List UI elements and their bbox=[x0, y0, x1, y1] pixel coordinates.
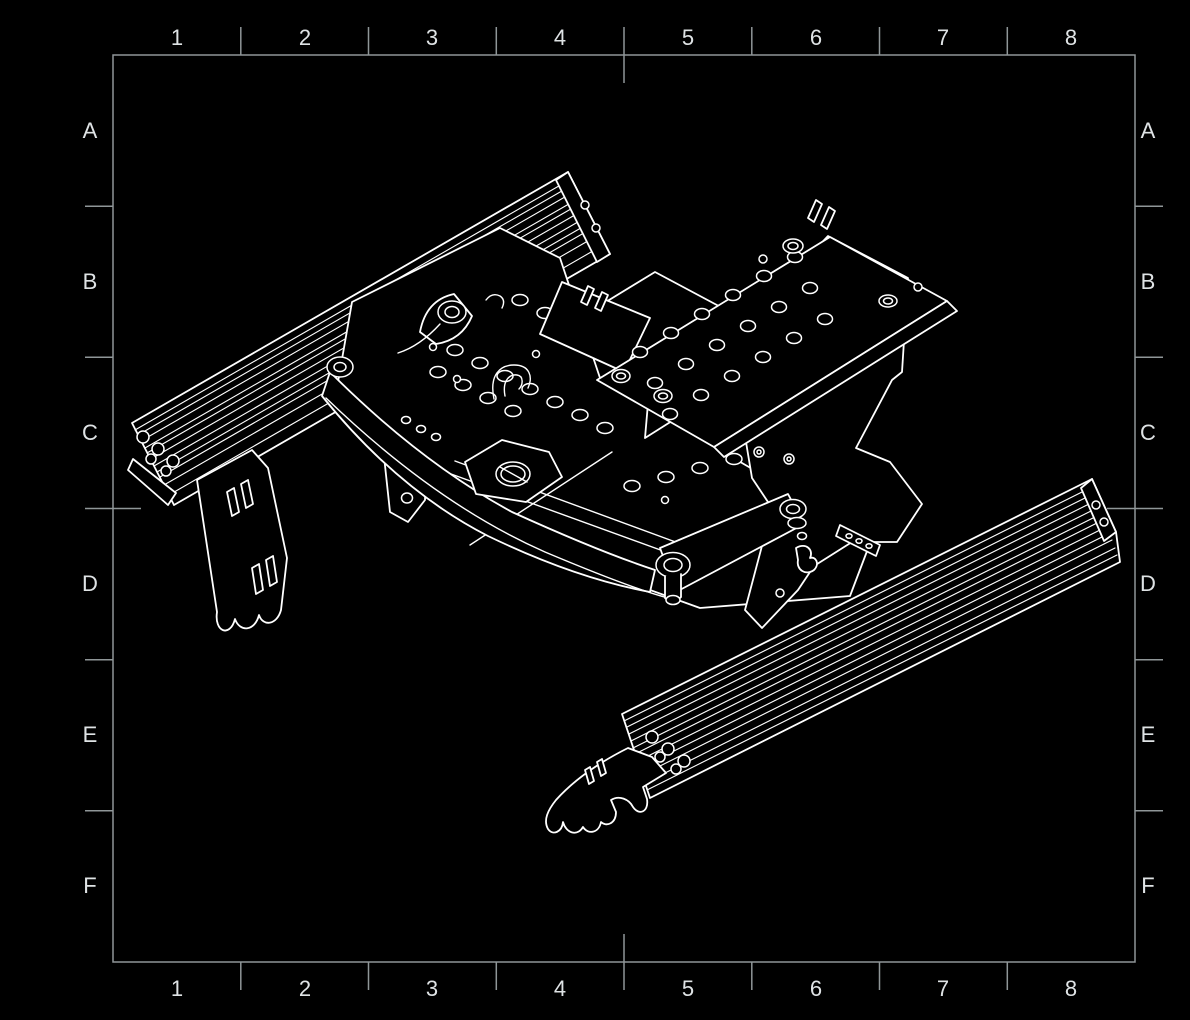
rail-pivot-link bbox=[397, 293, 505, 354]
zone-label-right-c: C bbox=[1140, 420, 1156, 445]
slotted-support-panel bbox=[539, 281, 651, 373]
zone-label-left-b: B bbox=[83, 269, 98, 294]
zone-label-right-f: F bbox=[1141, 873, 1154, 898]
upper-rail-end-section bbox=[127, 430, 180, 506]
link-arm-boss-upper bbox=[779, 498, 807, 530]
curved-swing-arm bbox=[321, 371, 677, 601]
zone-label-right-b: B bbox=[1141, 269, 1156, 294]
zone-label-right-a: A bbox=[1141, 118, 1156, 143]
zone-label-bottom-3: 3 bbox=[426, 976, 438, 1001]
left-pivot-boss bbox=[326, 356, 354, 378]
zone-label-top-7: 7 bbox=[937, 25, 949, 50]
zone-label-top-5: 5 bbox=[682, 25, 694, 50]
zone-label-right-d: D bbox=[1140, 571, 1156, 596]
zone-label-left-f: F bbox=[83, 873, 96, 898]
curved-hook-slot bbox=[492, 364, 531, 400]
left-leg-bracket bbox=[196, 449, 288, 632]
zone-label-top-6: 6 bbox=[810, 25, 822, 50]
central-base-platform bbox=[321, 227, 873, 609]
zone-label-top-8: 8 bbox=[1065, 25, 1077, 50]
zone-label-bottom-4: 4 bbox=[554, 976, 566, 1001]
bracket-foot-flange bbox=[835, 524, 881, 557]
bracket-tear-hole bbox=[795, 545, 818, 574]
link-arm-boss-main bbox=[655, 551, 691, 606]
plate-corner-screws bbox=[611, 238, 923, 404]
zone-labels-bottom: 1 2 3 4 5 6 7 8 bbox=[171, 976, 1077, 1001]
perforation-grid bbox=[631, 250, 834, 421]
frame-ticks-left bbox=[85, 205, 141, 812]
lower-rail-end-section bbox=[645, 730, 691, 775]
zone-label-top-4: 4 bbox=[554, 25, 566, 50]
frame-ticks-bottom bbox=[240, 934, 1009, 990]
zone-label-top-1: 1 bbox=[171, 25, 183, 50]
lower-rail-groove-lines bbox=[623, 485, 1118, 791]
zone-label-left-a: A bbox=[83, 118, 98, 143]
zone-label-left-d: D bbox=[82, 571, 98, 596]
seat-slider-assembly-drawing bbox=[127, 171, 1121, 834]
left-leg-slots bbox=[226, 479, 278, 595]
lower-link-arm bbox=[655, 493, 807, 606]
frame-ticks-top bbox=[240, 27, 1009, 83]
zone-labels-left: A B C D E F bbox=[82, 118, 98, 898]
lower-claw-foot bbox=[545, 747, 667, 834]
zone-label-bottom-8: 8 bbox=[1065, 976, 1077, 1001]
zone-labels-right: A B C D E F bbox=[1140, 118, 1156, 898]
zone-label-bottom-2: 2 bbox=[299, 976, 311, 1001]
zone-labels-top: 1 2 3 4 5 6 7 8 bbox=[171, 25, 1077, 50]
perforated-mount-plate bbox=[596, 236, 958, 458]
lower-extrusion-rail bbox=[621, 478, 1121, 799]
zone-label-bottom-5: 5 bbox=[682, 976, 694, 1001]
zone-label-bottom-6: 6 bbox=[810, 976, 822, 1001]
zone-label-right-e: E bbox=[1141, 722, 1156, 747]
zone-label-top-3: 3 bbox=[426, 25, 438, 50]
zone-label-left-e: E bbox=[83, 722, 98, 747]
zone-label-bottom-1: 1 bbox=[171, 976, 183, 1001]
zone-label-left-c: C bbox=[82, 420, 98, 445]
sheet-frame: 1 2 3 4 5 6 7 8 1 2 3 4 5 6 7 8 A B C D … bbox=[82, 25, 1163, 1001]
front-screw-block bbox=[464, 439, 563, 503]
frame-ticks-right bbox=[1107, 205, 1163, 812]
upper-rail-end-face bbox=[555, 171, 611, 263]
zone-label-bottom-7: 7 bbox=[937, 976, 949, 1001]
zone-label-top-2: 2 bbox=[299, 25, 311, 50]
lower-rail-end-face bbox=[1080, 478, 1117, 542]
